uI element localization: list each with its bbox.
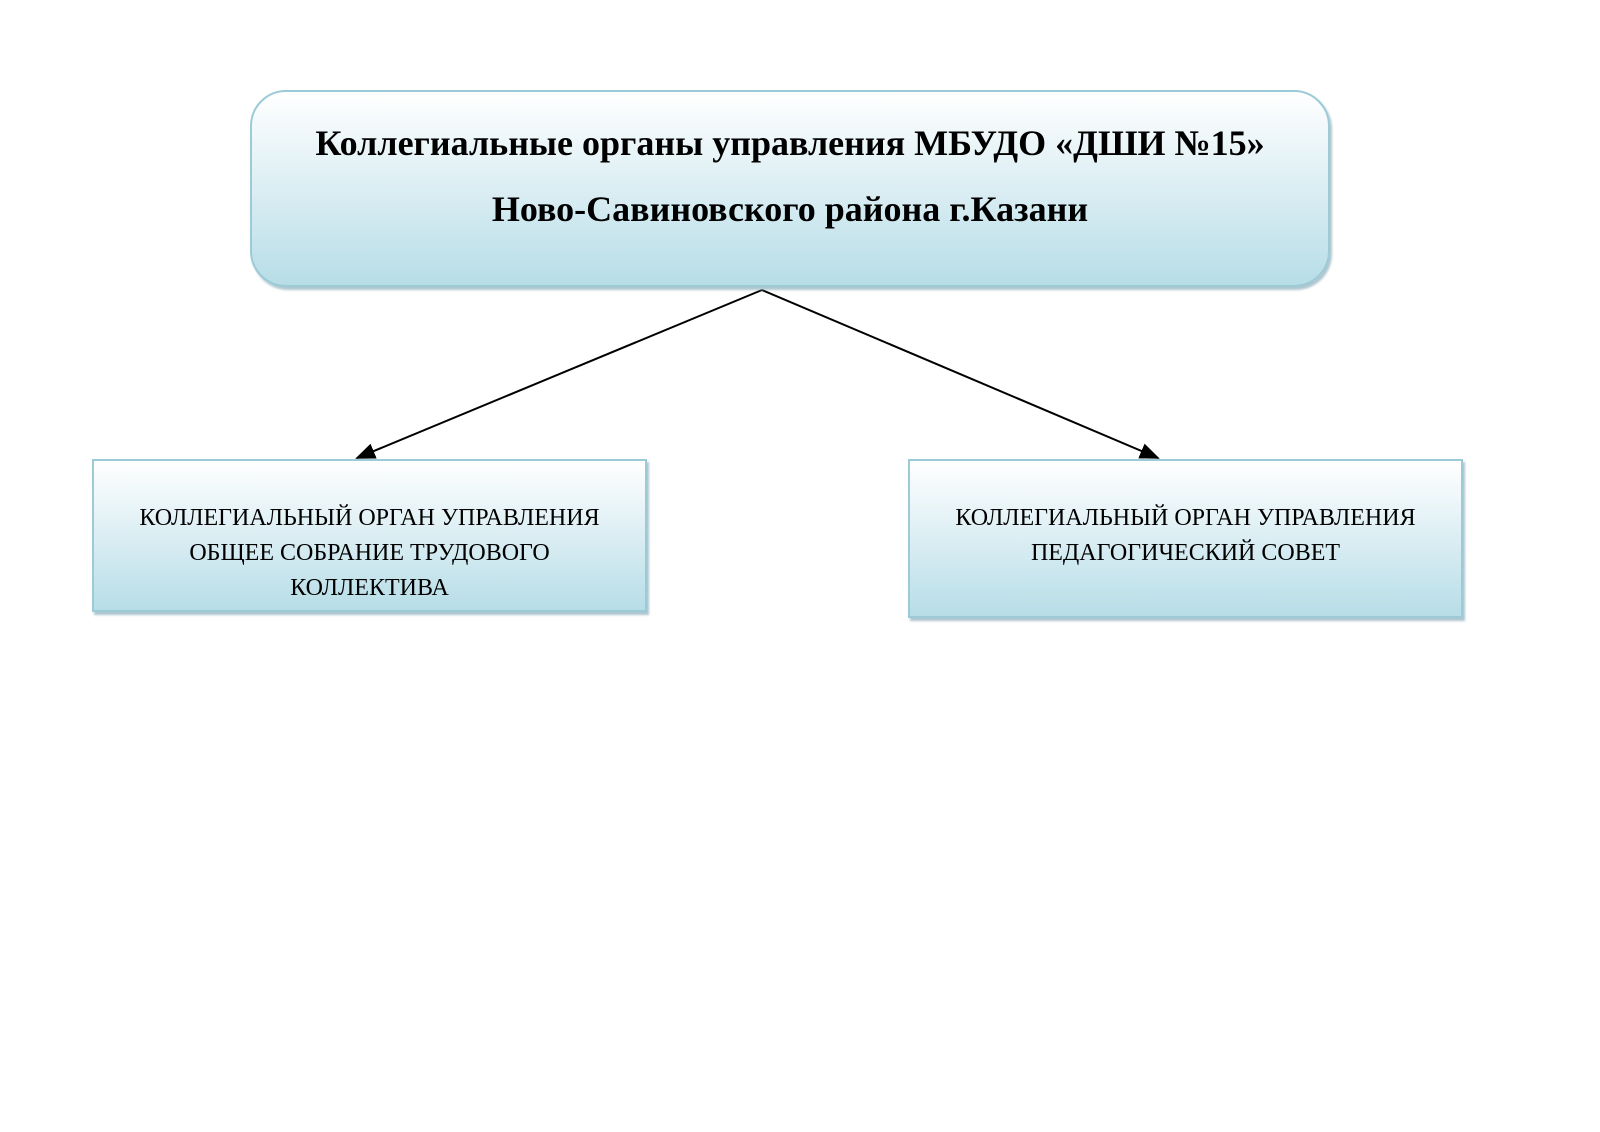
node-text: КОЛЛЕГИАЛЬНЫЙ ОРГАН УПРАВЛЕНИЯ xyxy=(139,505,600,531)
pedagogical-council-node: КОЛЛЕГИАЛЬНЫЙ ОРГАН УПРАВЛЕНИЯ ПЕДАГОГИЧ… xyxy=(908,459,1463,618)
arrow-to-left xyxy=(355,289,763,459)
root-node: Коллегиальные органы управления МБУДО «Д… xyxy=(250,90,1330,287)
general-meeting-node: КОЛЛЕГИАЛЬНЫЙ ОРГАН УПРАВЛЕНИЯ ОБЩЕЕ СОБ… xyxy=(92,459,647,612)
node-text: ПЕДАГОГИЧЕСКИЙ СОВЕТ xyxy=(1030,540,1341,566)
node-text: КОЛЛЕГИАЛЬНЫЙ ОРГАН УПРАВЛЕНИЯ xyxy=(955,505,1416,531)
node-text: КОЛЛЕКТИВА xyxy=(290,575,449,601)
root-title-line1: Коллегиальные органы управления МБУДО «Д… xyxy=(315,123,1265,163)
root-title-line2: Ново-Савиновского района г.Казани xyxy=(491,189,1089,229)
node-text: ОБЩЕЕ СОБРАНИЕ ТРУДОВОГО xyxy=(189,540,550,566)
arrow-to-right xyxy=(761,289,1160,459)
